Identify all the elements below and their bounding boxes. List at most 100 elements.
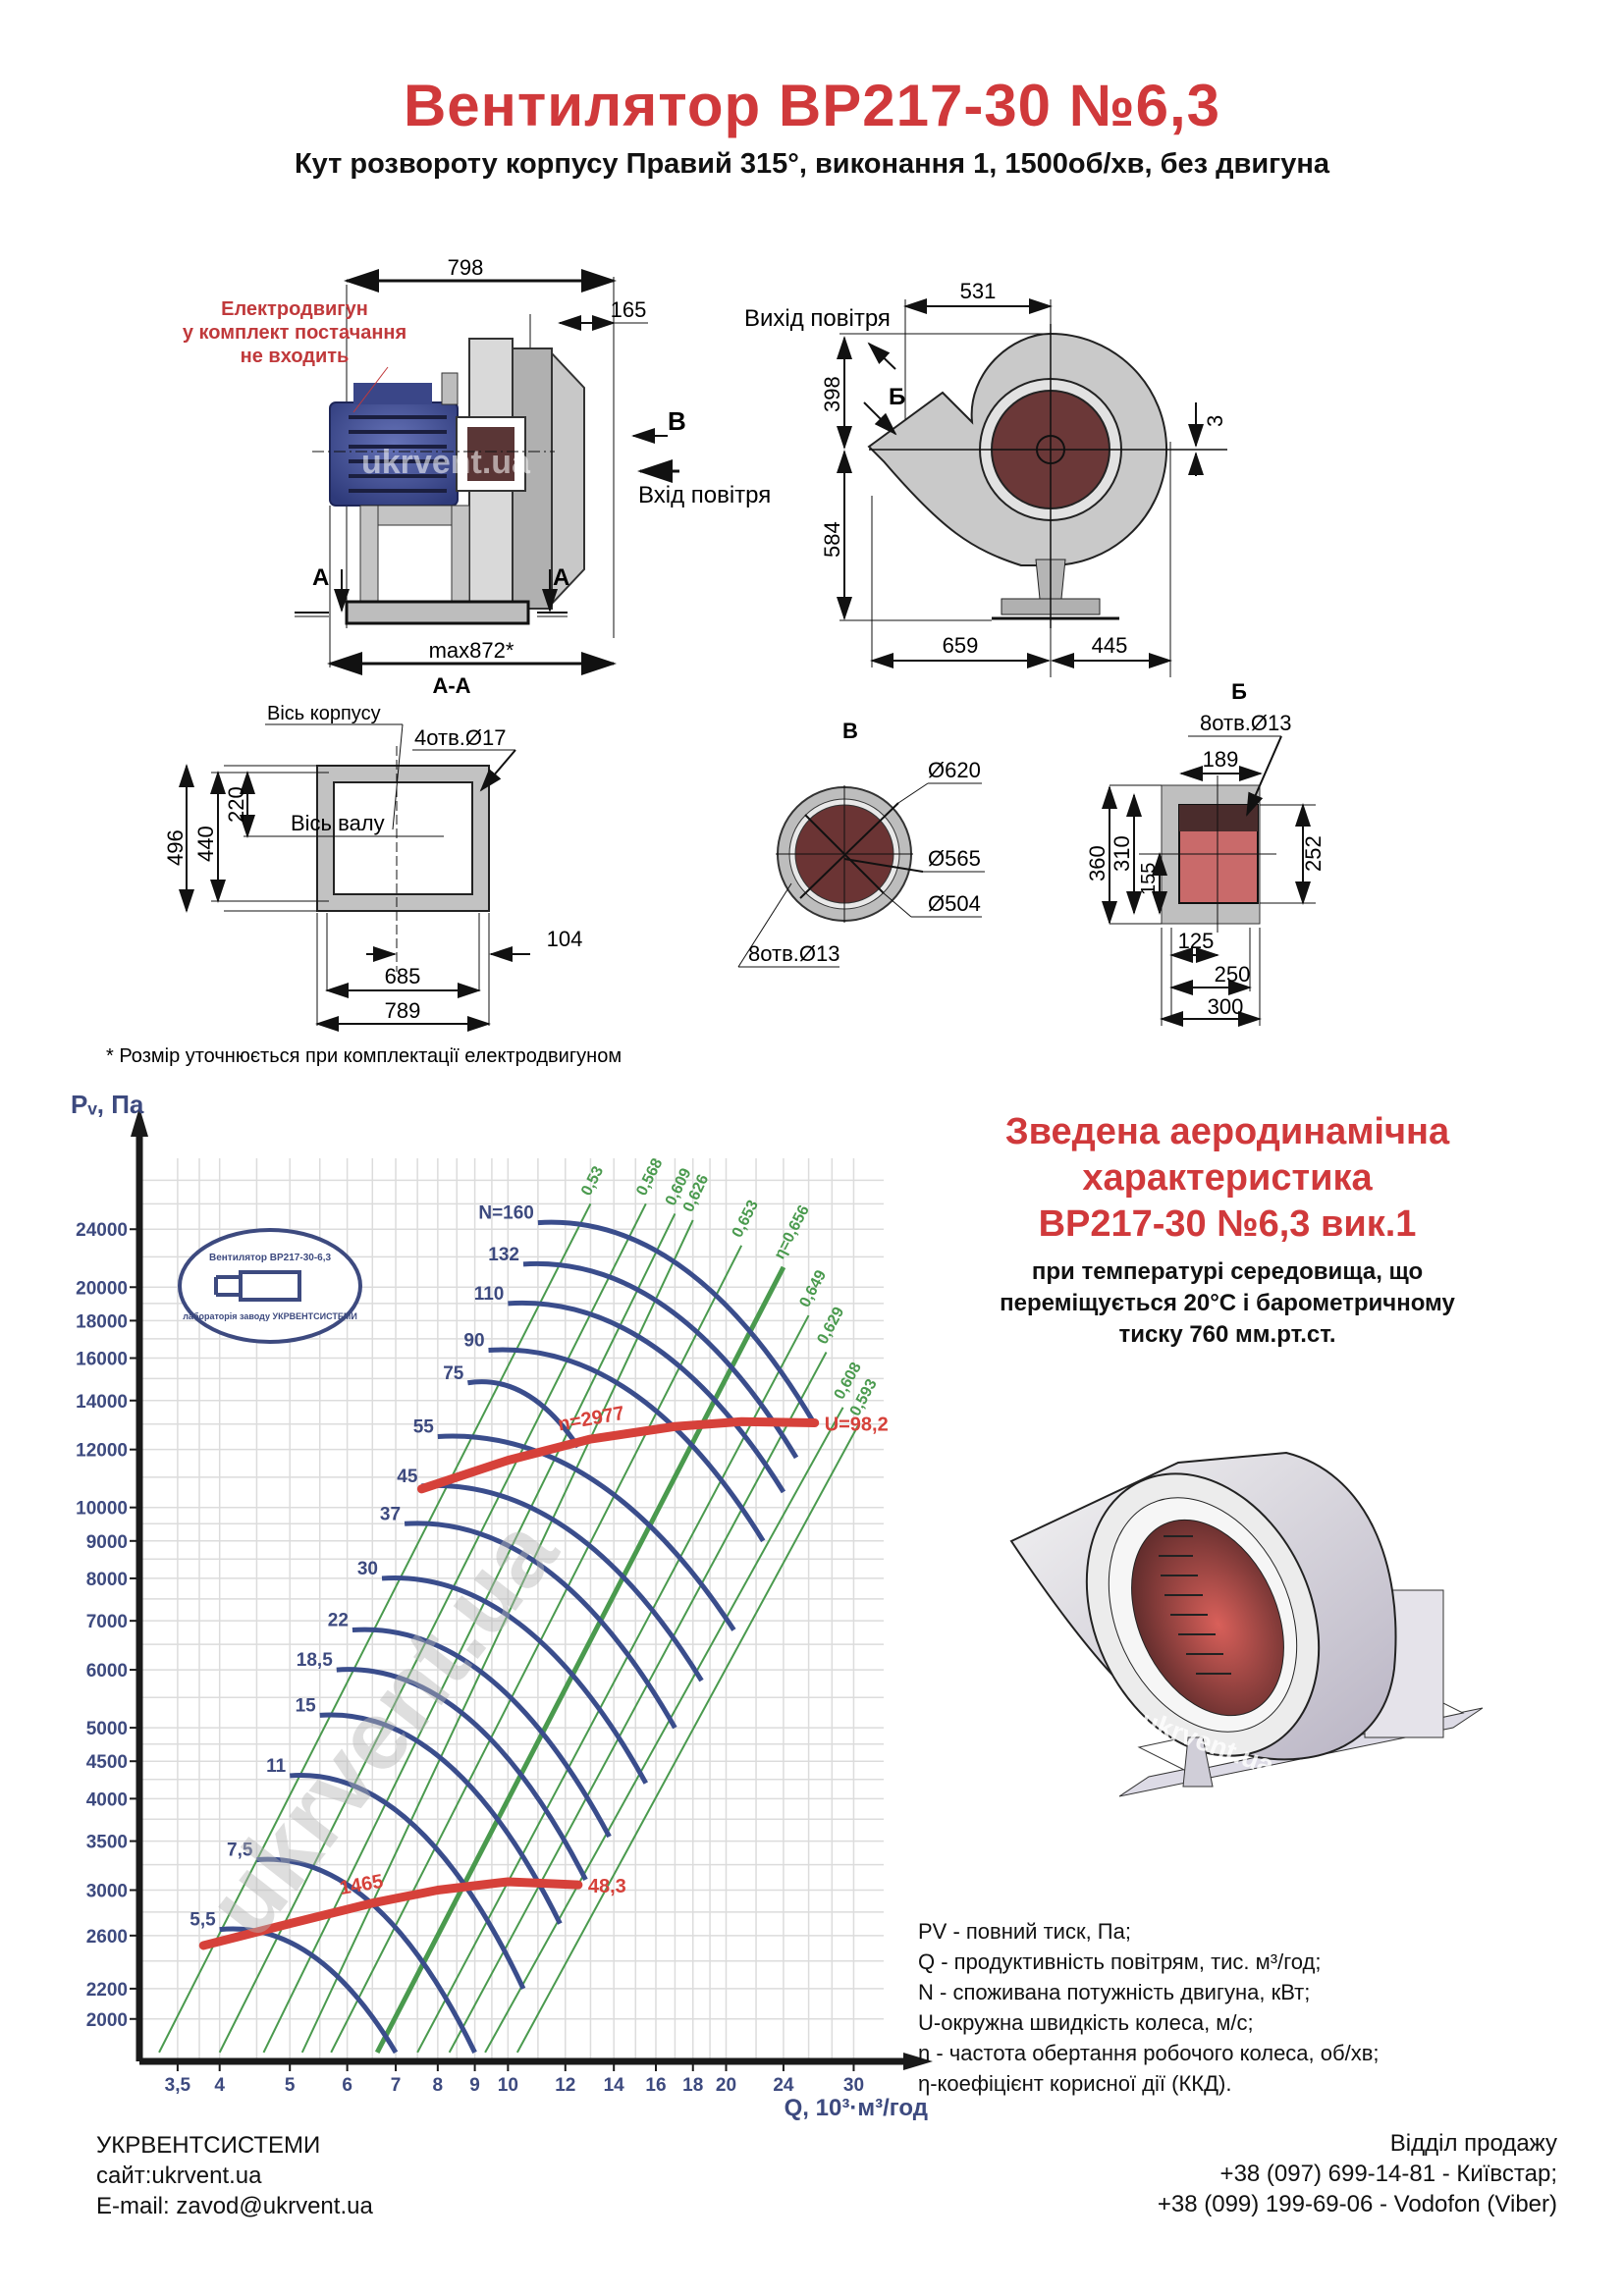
- y-tick-label: 3000: [86, 1881, 128, 1901]
- y-tick-label: 10000: [76, 1499, 128, 1520]
- dim-310: 310: [1110, 835, 1134, 872]
- dim-125: 125: [1178, 929, 1215, 953]
- y-tick-label: 20000: [76, 1278, 128, 1299]
- dim-685: 685: [385, 964, 421, 988]
- dim-d565: Ø565: [928, 846, 981, 871]
- efficiency-label: 0,568: [633, 1155, 666, 1199]
- page-title: Вентилятор ВР217-30 №6,3: [403, 73, 1221, 138]
- power-curve: [466, 1379, 580, 1449]
- conditions-line: переміщується 20°С і барометричному: [1000, 1290, 1455, 1316]
- dim-155: 155: [1138, 863, 1160, 895]
- view-b: Б 8отв.Ø13 189 360 310 155 252 125 250 3…: [1085, 679, 1326, 1027]
- x-tick-label: 8: [433, 2075, 444, 2096]
- power-curve-label: 37: [380, 1504, 401, 1524]
- power-curve: [488, 1347, 766, 1543]
- holes-b: 8отв.Ø13: [1200, 711, 1291, 735]
- power-curve-label: 18,5: [297, 1650, 333, 1671]
- y-tick-label: 2200: [86, 1980, 128, 2001]
- page-subtitle: Кут розвороту корпусу Правий 315°, викон…: [294, 148, 1330, 180]
- speed-curve: [416, 1416, 820, 1494]
- axis-shaft-label: Вісь валу: [291, 811, 385, 835]
- efficiency-label: η=0,656: [772, 1202, 813, 1261]
- x-tick-label: 30: [843, 2075, 864, 2096]
- x-tick-label: 10: [498, 2075, 518, 2096]
- power-curve-label: 30: [357, 1559, 378, 1579]
- dim-789: 789: [385, 998, 421, 1023]
- efficiency-line: [448, 1352, 828, 2054]
- efficiency-line: [218, 1202, 647, 2054]
- phone-kyivstar[interactable]: +38 (097) 699-14-81 - Київстар;: [1219, 2161, 1557, 2187]
- stamp-fan-icon: [239, 1270, 301, 1302]
- efficiency-line: [484, 1407, 844, 2054]
- aero-title-line: Зведена аеродинамічна: [1004, 1111, 1450, 1152]
- dim-584: 584: [820, 521, 844, 558]
- view-v-title: В: [842, 719, 858, 743]
- x-tick-label: 18: [682, 2075, 703, 2096]
- phone-vodafone[interactable]: +38 (099) 199-69-06 - Vodofon (Viber): [1157, 2191, 1557, 2217]
- section-aa-view: А-А Вісь корпусу 4отв.Ø17 Вісь валу 496 …: [163, 673, 583, 1032]
- x-tick-label: 3,5: [165, 2075, 191, 2096]
- y-tick-label: 6000: [86, 1661, 128, 1682]
- motor-note-line: Електродвигун: [221, 298, 368, 320]
- power-curve-label: 132: [488, 1245, 519, 1265]
- dim-220: 220: [224, 786, 248, 823]
- power-curve-label: 45: [397, 1467, 418, 1487]
- motor-note: Електродвигун у комплект постачання не в…: [147, 297, 442, 368]
- y-tick-label: 4500: [86, 1752, 128, 1773]
- x-tick-label: 7: [391, 2075, 402, 2096]
- dim-189: 189: [1203, 747, 1239, 772]
- efficiency-label: 0,53: [578, 1163, 607, 1199]
- x-tick-label: 12: [555, 2075, 575, 2096]
- y-tick-label: 16000: [76, 1350, 128, 1370]
- holes-v: 8отв.Ø13: [748, 941, 839, 966]
- power-curve: [336, 1667, 588, 1882]
- power-curve-label: 90: [463, 1331, 484, 1352]
- power-curve: [421, 1482, 704, 1682]
- legend-item: N - споживана потужність двигуна, кВт;: [918, 1980, 1311, 2004]
- footnote: * Розмір уточнюється при комплектації ел…: [106, 1045, 622, 1067]
- efficiency-line: [515, 1423, 860, 2054]
- power-curve-label: 22: [328, 1611, 349, 1631]
- view-b-title: Б: [1231, 679, 1247, 704]
- power-curve-label: 11: [266, 1756, 287, 1777]
- x-tick-label: 24: [773, 2075, 794, 2096]
- dim-252: 252: [1301, 835, 1326, 872]
- power-curve-label: N=160: [478, 1203, 534, 1224]
- power-curve-label: 110: [474, 1284, 505, 1305]
- y-tick-label: 7000: [86, 1612, 128, 1632]
- y-tick-label: 3500: [86, 1833, 128, 1853]
- dim-3: 3: [1203, 415, 1227, 427]
- footer-sales: Відділ продажу +38 (097) 699-14-81 - Киї…: [1080, 2128, 1557, 2219]
- dim-440: 440: [193, 826, 218, 862]
- power-curve: [404, 1521, 677, 1730]
- y-tick-label: 24000: [76, 1220, 128, 1241]
- email-link[interactable]: E-mail: zavod@ukrvent.ua: [96, 2193, 373, 2219]
- site-link[interactable]: сайт:ukrvent.ua: [96, 2163, 262, 2189]
- efficiency-line: [330, 1245, 743, 2054]
- view-v: В Ø620 Ø565 Ø504 8отв.Ø13: [737, 719, 985, 968]
- power-curve: [508, 1300, 786, 1494]
- dim-531: 531: [960, 279, 997, 303]
- x-tick-label: 5: [285, 2075, 296, 2096]
- label-view-v: В: [668, 406, 686, 436]
- dim-104: 104: [547, 927, 583, 951]
- power-curve-label: 55: [413, 1416, 435, 1437]
- y-tick-label: 12000: [76, 1441, 128, 1462]
- y-tick-label: 8000: [86, 1570, 128, 1590]
- y-tick-label: 14000: [76, 1392, 128, 1413]
- aero-title-line: характеристика: [1082, 1157, 1373, 1199]
- legend: PV - повний тиск, Па; Q - продуктивність…: [918, 1916, 1380, 2099]
- conditions-line: тиску 760 мм.рт.ст.: [1118, 1321, 1336, 1348]
- motor-note-line: у комплект постачання: [182, 322, 407, 344]
- x-tick-label: 16: [645, 2075, 666, 2096]
- speed-curve-end-label: U=98,2: [825, 1415, 889, 1436]
- conditions-line: при температурі середовища, що: [1031, 1258, 1424, 1285]
- legend-item: Q - продуктивність повітрям, тис. м³/год…: [918, 1949, 1322, 1974]
- power-curve-label: 7,5: [227, 1841, 253, 1861]
- holes-aa: 4отв.Ø17: [414, 725, 506, 750]
- dim-445: 445: [1092, 633, 1128, 658]
- y-tick-label: 4000: [86, 1789, 128, 1810]
- speed-curve: [198, 1877, 583, 1950]
- stamp-text-bottom: лабораторія заводу УКРВЕНТСИСТЕМИ: [183, 1311, 357, 1321]
- x-tick-label: 9: [469, 2075, 480, 2096]
